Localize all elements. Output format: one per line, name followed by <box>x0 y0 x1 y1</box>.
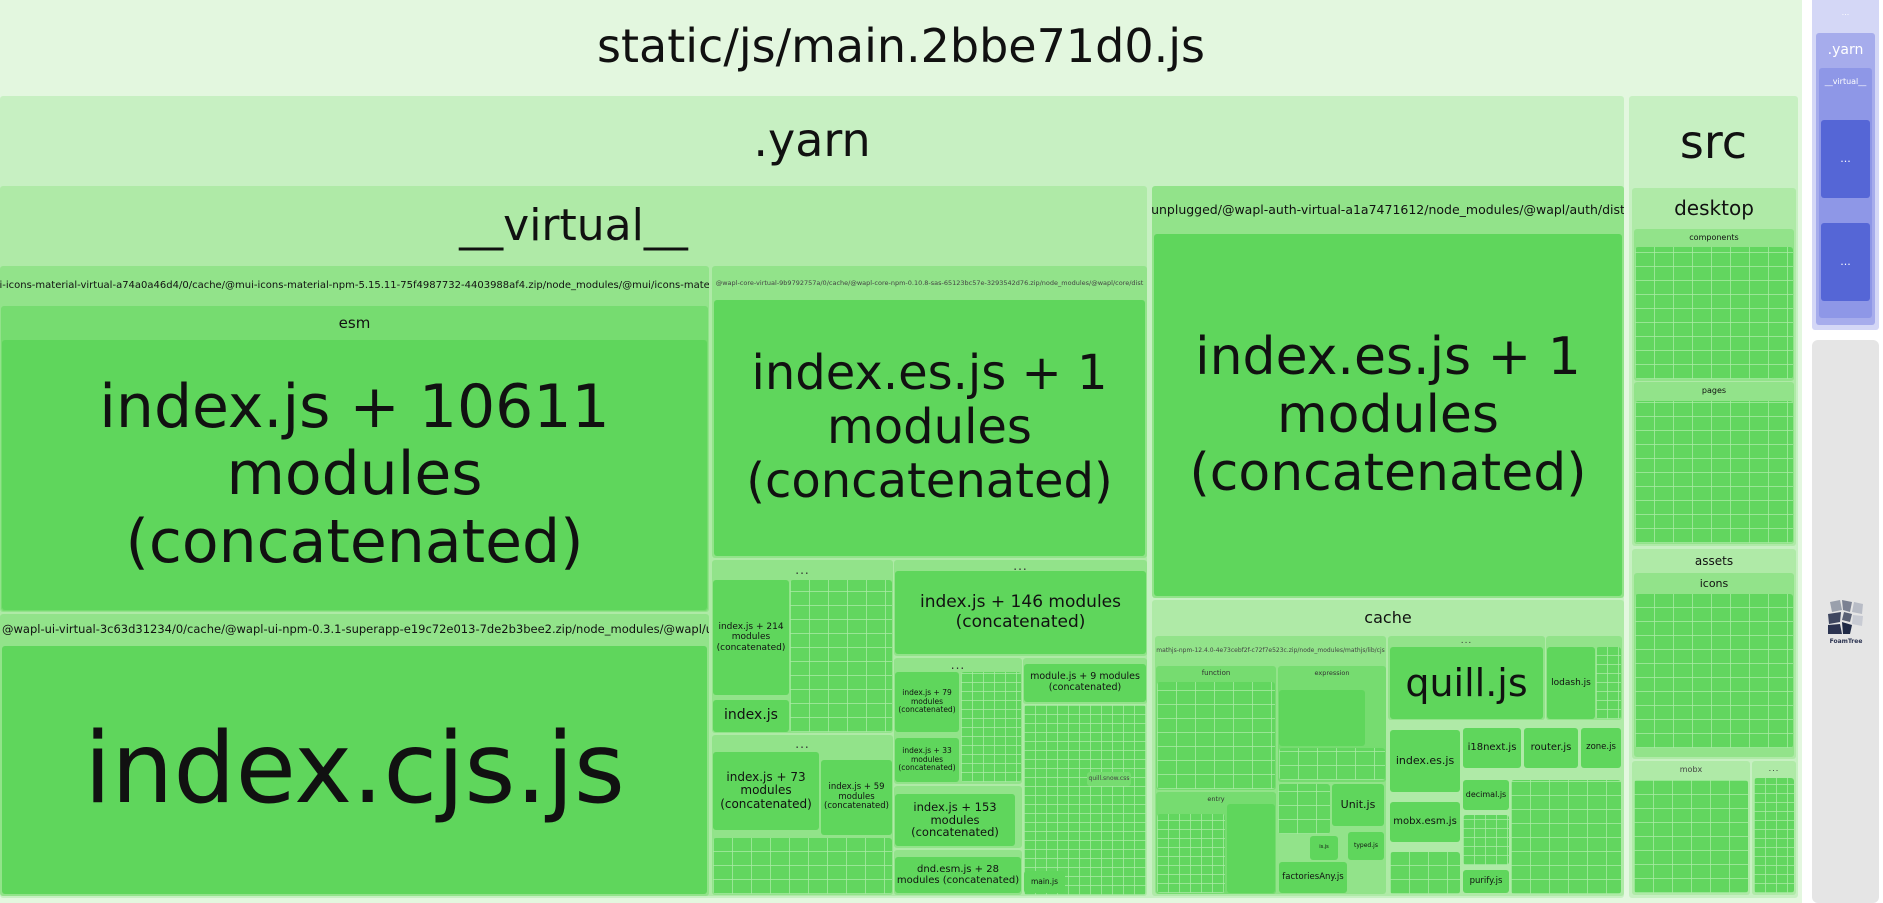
module-cluster[interactable] <box>1157 814 1225 893</box>
module-cluster[interactable] <box>790 580 892 732</box>
module-cluster[interactable] <box>713 838 892 894</box>
overview-block[interactable]: ... <box>1821 223 1870 301</box>
module-index-33[interactable]: index.js + 33 modules (concatenated) <box>895 738 959 782</box>
group-label: ... <box>795 737 810 751</box>
module-cluster[interactable] <box>1635 401 1793 543</box>
module-cluster[interactable] <box>1754 778 1794 893</box>
module-index-214[interactable]: index.js + 214 modules (concatenated) <box>713 580 789 695</box>
module-cluster[interactable] <box>1463 815 1509 865</box>
group-label: expression <box>1314 668 1350 677</box>
module-cluster[interactable] <box>1634 780 1748 893</box>
group-label: function <box>1201 668 1231 677</box>
group-label: ... <box>795 563 810 577</box>
module-mui-index[interactable]: index.js + 10611 modules (concatenated) <box>2 340 707 610</box>
overview-label: ... <box>1841 8 1850 17</box>
module-cluster[interactable] <box>1279 690 1365 746</box>
module-index-146[interactable]: index.js + 146 modules (concatenated) <box>895 571 1146 654</box>
group-label: cache <box>1364 608 1412 627</box>
sidebar-panel: FoamTree <box>1812 340 1879 903</box>
module-cluster[interactable] <box>1278 784 1330 834</box>
module-cluster[interactable] <box>1390 852 1460 894</box>
module-is-js[interactable]: is.js <box>1310 836 1338 860</box>
module-wapl-core-index[interactable]: index.es.js + 1 modules (concatenated) <box>714 300 1145 556</box>
group-label: components <box>1689 232 1739 242</box>
module-cluster[interactable] <box>1596 647 1621 719</box>
group-label: pages <box>1701 386 1727 395</box>
module-unit-js[interactable]: Unit.js <box>1332 784 1384 826</box>
module-cluster[interactable] <box>1227 804 1275 893</box>
module-cluster[interactable] <box>1024 705 1146 895</box>
foamtree-logo-text: FoamTree <box>1829 638 1863 645</box>
module-cluster[interactable] <box>1157 682 1275 789</box>
module-index-cjs[interactable]: index.cjs.js <box>2 646 707 894</box>
module-index-es[interactable]: index.es.js <box>1390 730 1460 792</box>
module-cluster[interactable] <box>961 672 1021 782</box>
module-index-79[interactable]: index.js + 79 modules (concatenated) <box>895 672 959 732</box>
group-label: ... <box>1013 560 1028 572</box>
group-label: src <box>1679 115 1748 169</box>
group-label: mui-icons-material-virtual-a74a0a46d4/0/… <box>0 280 709 291</box>
group-label: ... <box>950 658 966 672</box>
overview-block[interactable]: ... <box>1821 120 1870 198</box>
overview-label: .yarn <box>1827 42 1864 58</box>
group-label: unplugged/@wapl-auth-virtual-a1a7471612/… <box>1152 201 1624 217</box>
group-label: esm <box>338 313 371 332</box>
module-index-153[interactable]: index.js + 153 modules (concatenated) <box>895 794 1015 846</box>
foamtree-logo-icon <box>1828 600 1863 634</box>
module-cluster[interactable] <box>1511 780 1621 894</box>
group-label: @wapl-core-virtual-9b9792757a/0/cache/@w… <box>715 278 1144 287</box>
module-i18next[interactable]: i18next.js <box>1463 728 1521 768</box>
foamtree-logo: FoamTree <box>1828 600 1864 645</box>
module-factories-any[interactable]: factoriesAny.js <box>1279 862 1347 893</box>
module-main-js[interactable]: main.js <box>1024 871 1065 893</box>
module-router[interactable]: router.js <box>1524 728 1578 768</box>
group-label: @wapl-ui-virtual-3c63d31234/0/cache/@wap… <box>2 622 709 637</box>
module-index-73[interactable]: index.js + 73 modules (concatenated) <box>713 752 819 830</box>
group-label: .yarn <box>753 113 871 167</box>
group-label: assets <box>1694 554 1734 568</box>
module-wapl-auth-index[interactable]: index.es.js + 1 modules (concatenated) <box>1154 234 1622 596</box>
module-typed-js[interactable]: typed.js <box>1348 832 1384 860</box>
overview-label: __virtual__ <box>1824 77 1867 86</box>
root-title: static/js/main.2bbe71d0.js <box>597 19 1205 73</box>
group-label: mathjs-npm-12.4.0-4e73cebf2f-c72f7e523c.… <box>1156 647 1385 654</box>
module-quill-js[interactable]: quill.js <box>1390 647 1543 719</box>
group-label: mobx <box>1679 765 1703 774</box>
module-quill-snow-css[interactable]: quill.snow.css <box>1087 772 1131 786</box>
module-index-js[interactable]: index.js <box>713 700 789 732</box>
module-decimal[interactable]: decimal.js <box>1463 780 1509 810</box>
group-label: ... <box>1460 636 1473 646</box>
group-label: entry <box>1207 794 1225 803</box>
module-lodash-js[interactable]: lodash.js <box>1547 647 1595 719</box>
module-dnd-28[interactable]: dnd.esm.js + 28 modules (concatenated) <box>895 857 1021 893</box>
module-cluster[interactable] <box>1635 247 1793 379</box>
group-label: __virtual__ <box>459 200 688 251</box>
module-mobx-esm[interactable]: mobx.esm.js <box>1390 802 1460 842</box>
module-purify[interactable]: purify.js <box>1463 870 1509 893</box>
group-label: ... <box>1768 764 1780 773</box>
module-index-59[interactable]: index.js + 59 modules (concatenated) <box>821 760 892 835</box>
module-cluster[interactable] <box>1279 748 1385 780</box>
group-label: desktop <box>1674 196 1754 220</box>
group-label: icons <box>1699 576 1729 590</box>
module-zone[interactable]: zone.js <box>1581 728 1621 768</box>
module-cluster[interactable] <box>1635 594 1793 748</box>
module-module-9[interactable]: module.js + 9 modules (concatenated) <box>1024 664 1146 702</box>
